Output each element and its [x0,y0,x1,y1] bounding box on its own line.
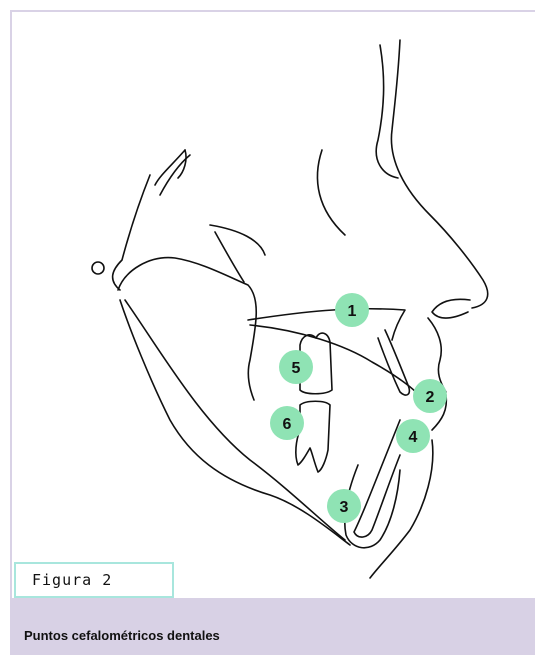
frontal-curve [317,150,345,235]
marker-1[interactable]: 1 [335,293,369,327]
sella-line [113,175,150,290]
coronoid [215,232,244,282]
orbit-curve [210,225,265,255]
maxilla-curve [250,325,416,392]
lower-incisor [354,420,400,537]
marker-label: 4 [409,429,418,446]
marker-label: 6 [283,416,292,433]
figure-label-tab: Figura 2 [14,562,174,598]
marker-6[interactable]: 6 [270,406,304,440]
marker-2[interactable]: 2 [413,379,447,413]
upper-incisor [378,330,409,395]
figure-label: Figura 2 [32,571,112,589]
marker-label: 1 [348,303,357,320]
caption-band [10,598,535,655]
marker-3[interactable]: 3 [327,489,361,523]
marker-label: 5 [292,360,301,377]
markers-layer: 1 2 3 4 5 6 [270,293,447,523]
porion-ring [92,262,104,274]
profile-line-outer [391,40,487,308]
lower-molar [296,401,330,472]
nostril-line [432,299,470,318]
cranial-base [155,150,190,195]
marker-4[interactable]: 4 [396,419,430,453]
marker-label: 3 [340,499,349,516]
ramus-outline [118,258,256,400]
marker-label: 2 [426,389,435,406]
figure-caption: Puntos cefalométricos dentales [24,628,220,643]
marker-5[interactable]: 5 [279,350,313,384]
